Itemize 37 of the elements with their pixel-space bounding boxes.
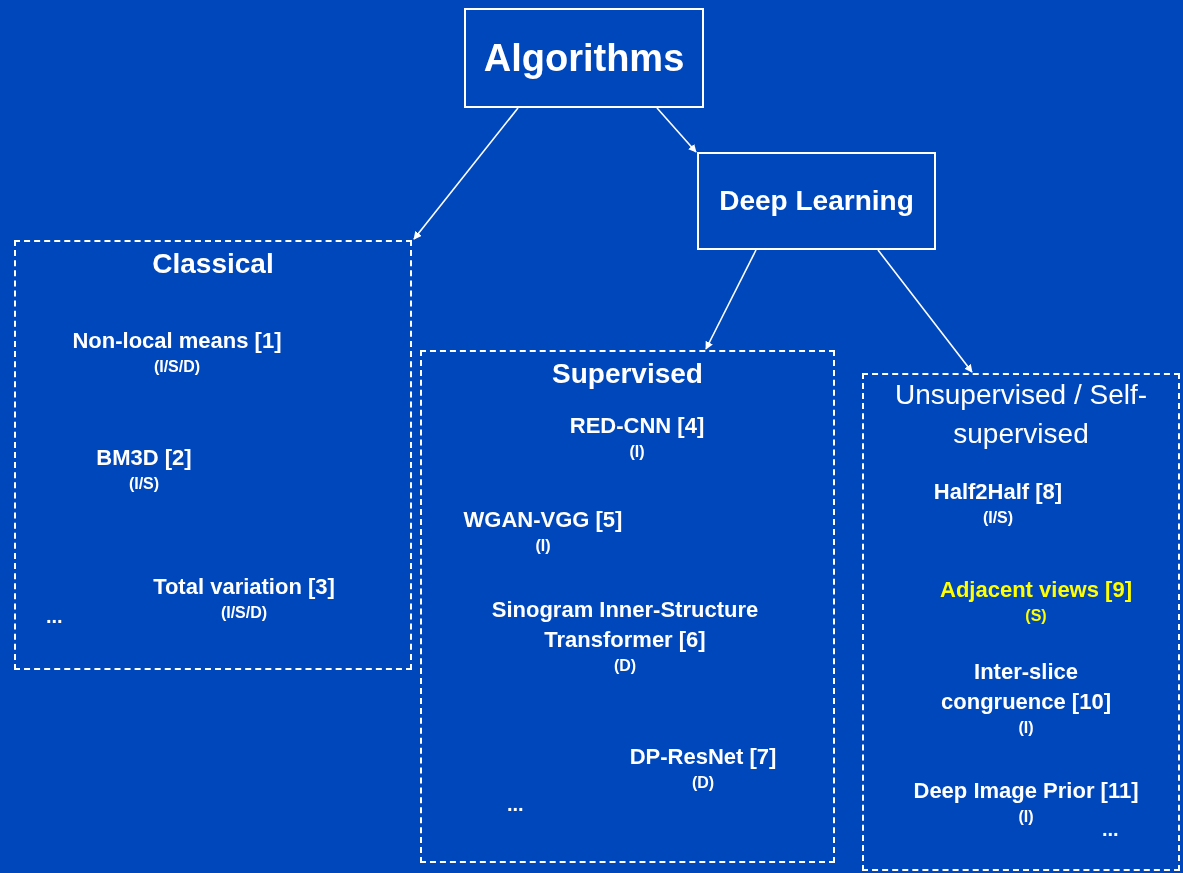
category-title: Algorithms (483, 36, 685, 80)
method-name: DP-ResNet [7] (628, 743, 778, 771)
method-tag: (D) (593, 772, 813, 794)
method-name: RED-CNN [4] (568, 412, 706, 440)
ellipsis: ... (507, 793, 524, 816)
method-tag: (I) (433, 535, 653, 557)
method-tag: (I/S/D) (114, 602, 374, 624)
arrow (656, 107, 697, 153)
method-tag: (I) (527, 441, 747, 463)
arrow (413, 107, 519, 240)
method-name: Total variation [3] (152, 573, 336, 601)
category-box (464, 8, 704, 108)
category-title: Deep Learning (719, 185, 914, 217)
method-tag: (S) (906, 605, 1166, 627)
category-box (697, 152, 936, 250)
group-box (862, 373, 1180, 871)
group-heading: Classical (151, 247, 275, 281)
method-tag: (I/S/D) (27, 356, 327, 378)
method-tag: (I) (916, 717, 1136, 739)
method-tag: (I/S) (888, 507, 1108, 529)
method-name: WGAN-VGG [5] (462, 506, 624, 534)
method-name: Adjacent views [9] (939, 576, 1133, 604)
method-tag: (I/S) (44, 473, 244, 495)
arrow (705, 249, 757, 350)
method-tag: (D) (445, 655, 805, 677)
method-name: Non-local means [1] (71, 327, 283, 355)
group-box (14, 240, 412, 670)
method-name: Inter-slice congruence [10] (940, 658, 1112, 716)
method-name: Sinogram Inner-Structure Transformer [6] (490, 596, 760, 654)
group-heading: Unsupervised / Self-supervised (893, 378, 1149, 451)
method-name: Half2Half [8] (932, 478, 1064, 506)
ellipsis: ... (46, 605, 63, 628)
method-name: Deep Image Prior [11] (912, 777, 1140, 805)
group-heading: Supervised (551, 357, 704, 391)
method-name: BM3D [2] (95, 444, 193, 472)
group-box (420, 350, 835, 863)
arrow (877, 249, 973, 373)
